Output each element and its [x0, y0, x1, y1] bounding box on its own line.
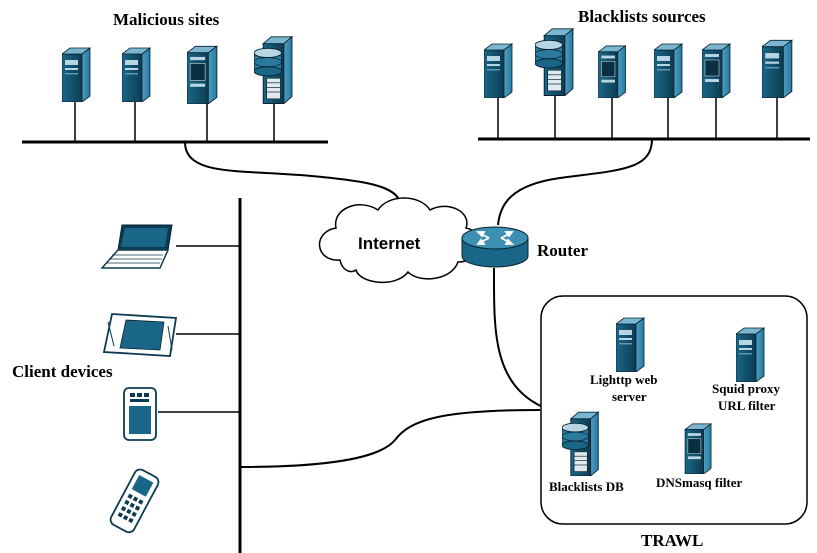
server-icon — [762, 39, 793, 98]
squid-label-line1: Squid proxy — [712, 381, 781, 396]
trawl-box: Lighttp web server Squid proxy URL filte… — [540, 295, 808, 525]
server-icon — [736, 327, 765, 382]
server-icon — [654, 43, 683, 98]
rack-server-icon — [702, 43, 731, 98]
blacklists-sources-network — [478, 28, 810, 141]
dnsmasq-label: DNSmasq filter — [656, 475, 743, 490]
internet-label: Internet — [358, 234, 421, 253]
server-icon — [484, 43, 513, 98]
malicious-to-internet-link — [184, 141, 401, 206]
lighttp-label-line1: Lighttp web — [590, 372, 658, 387]
rack-server-icon — [684, 423, 712, 474]
laptop-icon — [100, 224, 173, 269]
client-devices-network — [100, 198, 242, 553]
database-server-icon — [535, 28, 574, 96]
clients-to-trawl-link — [239, 409, 541, 468]
blacklists-db-label: Blacklists DB — [549, 479, 624, 494]
client-devices-label: Client devices — [12, 362, 113, 381]
malicious-sites-title: Malicious sites — [113, 10, 220, 29]
server-icon — [62, 47, 91, 102]
tablet-icon — [102, 313, 178, 357]
router-icon — [461, 226, 529, 268]
blacklists-sources-title: Blacklists sources — [578, 7, 706, 26]
rack-server-icon — [187, 45, 218, 104]
malicious-sites-network — [22, 36, 328, 144]
squid-label-line2: URL filter — [718, 398, 776, 413]
mobile-phone-icon — [109, 468, 160, 534]
lighttp-label-line2: server — [612, 389, 647, 404]
router-to-trawl-link — [492, 267, 546, 409]
pda-icon — [123, 387, 157, 441]
server-icon — [122, 47, 151, 102]
database-server-icon — [254, 36, 293, 104]
router-label: Router — [537, 241, 588, 260]
internet-cloud-icon: Internet — [318, 197, 481, 284]
rack-server-icon — [598, 45, 627, 98]
server-icon — [616, 317, 645, 372]
blacklists-to-router-link — [497, 138, 653, 226]
trawl-label: TRAWL — [641, 531, 703, 550]
